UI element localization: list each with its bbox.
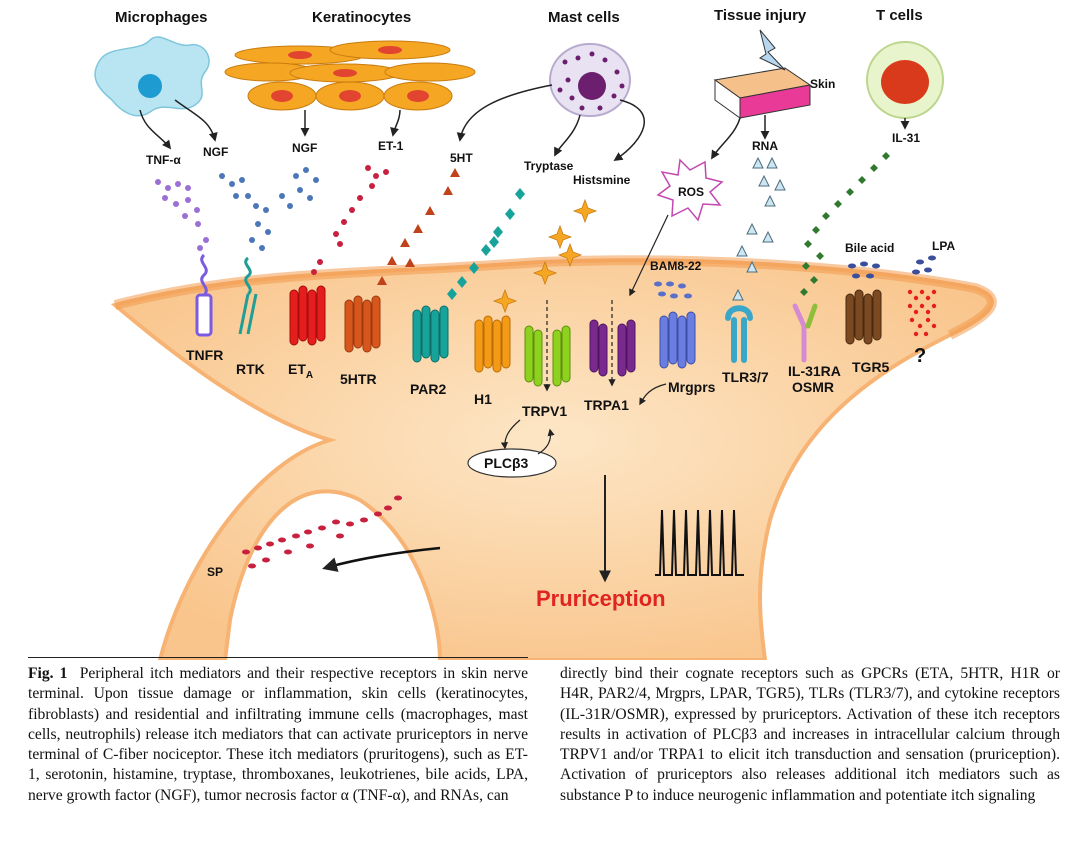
- label-tlr: TLR3/7: [722, 369, 769, 385]
- caption-label: Fig. 1: [28, 665, 68, 682]
- nerve-membrane: [113, 255, 997, 340]
- rtk-receptor: [238, 256, 258, 335]
- caption-right: directly bind their cognate receptors su…: [560, 664, 1060, 854]
- label-tnf: TNF-α: [146, 153, 181, 167]
- skin-block: [713, 29, 812, 119]
- label-ngf-1: NGF: [203, 145, 228, 159]
- 5ht-triangles: [377, 168, 460, 285]
- ros-burst: [656, 158, 724, 222]
- macrophage-cell: [94, 36, 210, 117]
- label-bam: BAM8-22: [650, 259, 702, 273]
- label-ngf-2: NGF: [292, 141, 317, 155]
- label-ros: ROS: [678, 185, 704, 199]
- label-skin: Skin: [810, 77, 835, 91]
- caption-rule: [28, 657, 528, 658]
- itch-pathway-diagram: Microphages Keratinocytes Mast cells: [94, 7, 997, 660]
- ngf-particles: [219, 167, 319, 251]
- bam-particles: [654, 281, 692, 299]
- h1-receptor: [474, 315, 511, 373]
- caption-left-text: Peripheral itch mediators and their resp…: [28, 665, 529, 804]
- label-tryptase: Tryptase: [524, 159, 574, 173]
- label-pruriception: Pruriception: [536, 586, 666, 611]
- tnfr-receptor: [195, 253, 213, 337]
- label-osmr: OSMR: [792, 379, 834, 395]
- label-il31ra: IL-31RA: [788, 363, 841, 379]
- label-tissue-injury: Tissue injury: [714, 7, 807, 24]
- il31-particles: [800, 152, 890, 296]
- action-potential-train: [655, 509, 744, 576]
- label-unknown-receptor: ?: [914, 345, 926, 367]
- keratinocyte-cells: [224, 40, 476, 111]
- label-lpa: LPA: [932, 239, 955, 253]
- t-cell: [866, 41, 944, 119]
- label-keratinocytes: Keratinocytes: [312, 9, 411, 26]
- tnf-particles: [155, 179, 209, 251]
- label-bile-acid: Bile acid: [845, 241, 894, 255]
- par2-receptor: [412, 305, 449, 363]
- label-rtk: RTK: [236, 361, 265, 377]
- il31ra-receptor: [792, 303, 818, 363]
- figure-caption: Fig. 1 Peripheral itch mediators and the…: [28, 664, 1060, 854]
- caption-right-text: directly bind their cognate receptors su…: [560, 665, 1060, 804]
- sp-particles: [242, 495, 402, 569]
- label-tgr5: TGR5: [852, 359, 890, 375]
- label-eta: ETA: [288, 361, 313, 381]
- label-macrophages: Microphages: [115, 9, 208, 26]
- label-rna: RNA: [752, 139, 778, 153]
- label-plc: PLCβ3: [484, 455, 529, 471]
- label-et1: ET-1: [378, 139, 404, 153]
- label-h1: H1: [474, 391, 492, 407]
- rna-triangles: [732, 156, 786, 301]
- label-sp: SP: [207, 565, 223, 579]
- trpa1-channel: [589, 319, 636, 377]
- histamine-stars: [492, 198, 598, 314]
- label-5htr: 5HTR: [340, 371, 377, 387]
- label-t-cells: T cells: [876, 7, 923, 24]
- mrgprs-receptor: [659, 311, 696, 369]
- label-tnfr: TNFR: [186, 347, 223, 363]
- plc-beta3-oval: [467, 448, 557, 478]
- bile-particles: [848, 261, 880, 279]
- label-il31: IL-31: [892, 131, 920, 145]
- label-trpv1: TRPV1: [522, 403, 567, 419]
- label-par2: PAR2: [410, 381, 447, 397]
- label-histamine: Histsmine: [573, 173, 631, 187]
- label-trpa1: TRPA1: [584, 397, 629, 413]
- label-mast-cells: Mast cells: [548, 9, 620, 26]
- caption-left: Fig. 1 Peripheral itch mediators and the…: [28, 664, 528, 854]
- trpv1-channel: [524, 325, 571, 387]
- et1-particles: [311, 165, 389, 275]
- label-5ht: 5HT: [450, 151, 473, 165]
- label-mrgprs: Mrgprs: [668, 379, 716, 395]
- lpa-particles: [912, 255, 936, 275]
- unknown-lpa-receptor: [907, 289, 937, 337]
- eta-receptor: [289, 285, 326, 346]
- tryptase-diamonds: [447, 188, 525, 300]
- tgr5-receptor: [845, 289, 882, 345]
- mast-cell: [549, 43, 631, 117]
- 5htr-receptor: [344, 295, 381, 353]
- tlr-receptor: [725, 305, 753, 363]
